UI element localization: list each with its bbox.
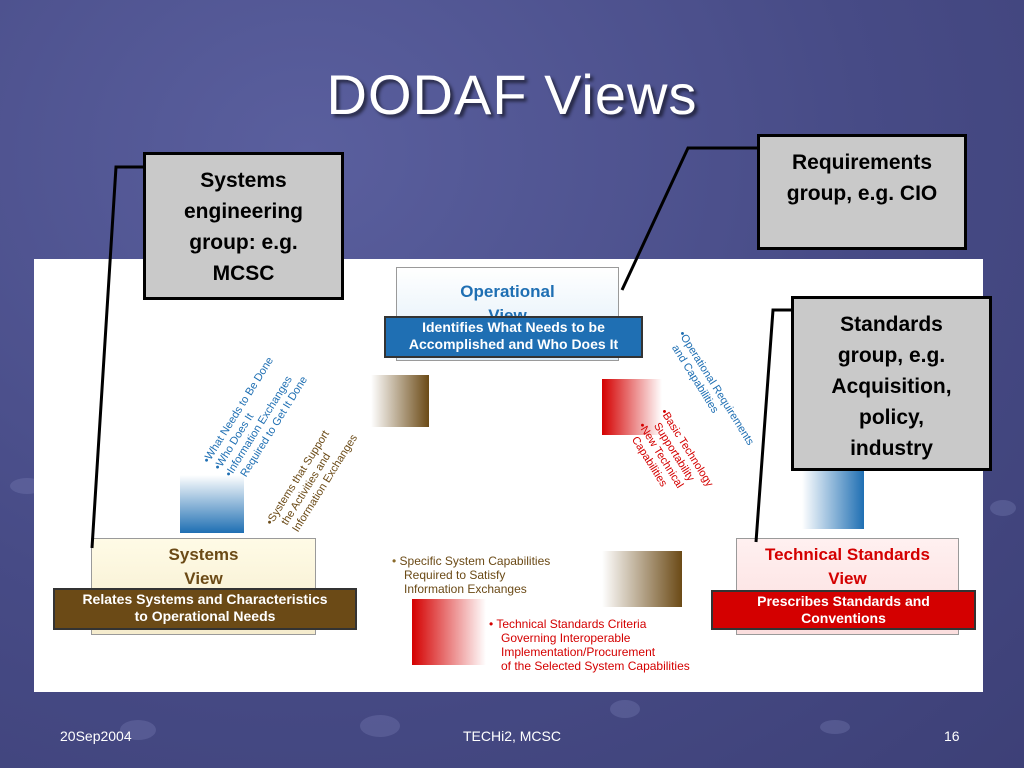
requirements-group-callout: Requirements group, e.g. CIO — [757, 134, 967, 250]
brown-gradient-block-lower — [602, 551, 682, 607]
systems-banner-line2: to Operational Needs — [134, 608, 276, 624]
systems-callout-line: engineering — [183, 200, 304, 223]
systems-callout-line: MCSC — [212, 262, 275, 285]
technical-view-title-line2: View — [828, 569, 867, 588]
requirements-callout-line: group, e.g. CIO — [786, 182, 938, 205]
tech-crit-line4: of the Selected System Capabilities — [501, 659, 690, 673]
operational-banner-line2: Accomplished and Who Does It — [408, 336, 619, 352]
red-gradient-block-upper — [602, 379, 662, 435]
blue-gradient-block-right — [802, 471, 864, 529]
system-capabilities-caption: • Specific System Capabilities Required … — [392, 554, 551, 596]
requirements-callout-line: Requirements — [791, 151, 933, 174]
sys-cap-line3: Information Exchanges — [404, 582, 527, 596]
footer-date: 20Sep2004 — [60, 728, 132, 744]
standards-callout-line: Acquisition, — [831, 375, 952, 398]
standards-callout-line: industry — [850, 437, 933, 460]
footer-center-text: TECHi2, MCSC — [462, 728, 561, 744]
background-bubble — [120, 720, 156, 740]
diagram-panel: Operational View Identifies What Needs t… — [34, 259, 983, 692]
requirements-callout-connector — [620, 146, 758, 291]
operational-view-title-line1: Operational — [460, 282, 555, 301]
background-bubble — [360, 715, 400, 737]
tech-crit-line3: Implementation/Procurement — [501, 645, 656, 659]
background-bubble — [990, 500, 1016, 516]
standards-callout-connector — [754, 308, 793, 543]
systems-banner-line1: Relates Systems and Characteristics — [82, 591, 328, 607]
systems-engineering-callout: Systems engineering group: e.g. MCSC — [143, 152, 344, 300]
operational-view-banner: Identifies What Needs to be Accomplished… — [384, 316, 643, 358]
brown-gradient-block-upper — [371, 375, 429, 427]
systems-callout-line: Systems — [200, 169, 287, 192]
background-bubble — [610, 700, 640, 718]
tech-crit-line1: Technical Standards Criteria — [496, 617, 647, 631]
systems-view-banner: Relates Systems and Characteristics to O… — [53, 588, 357, 630]
sys-cap-line1: Specific System Capabilities — [399, 554, 551, 568]
systems-view-title-line1: Systems — [168, 545, 239, 564]
operational-banner-line1: Identifies What Needs to be — [422, 319, 605, 335]
technical-banner-line2: Conventions — [801, 610, 886, 626]
technical-view-banner: Prescribes Standards and Conventions — [711, 590, 976, 630]
red-gradient-block-lower — [412, 599, 486, 665]
technical-banner-line1: Prescribes Standards and — [757, 593, 930, 609]
blue-gradient-block-left — [180, 475, 244, 533]
slide-title: DODAF Views — [326, 63, 698, 126]
standards-callout-line: Standards — [840, 313, 943, 336]
tech-crit-line2: Governing Interoperable — [501, 631, 631, 645]
slide-number: 16 — [944, 728, 960, 744]
systems-callout-line: group: e.g. — [189, 231, 298, 254]
systems-callout-connector — [90, 165, 143, 549]
tech-criteria-caption: • Technical Standards Criteria Governing… — [489, 617, 690, 673]
standards-callout-line: policy, — [859, 406, 924, 429]
standards-group-callout: Standards group, e.g. Acquisition, polic… — [791, 296, 992, 471]
background-bubble — [820, 720, 850, 734]
standards-callout-line: group, e.g. — [837, 344, 946, 367]
sys-cap-line2: Required to Satisfy — [404, 568, 506, 582]
systems-view-title-line2: View — [184, 569, 223, 588]
technical-view-title-line1: Technical Standards — [764, 545, 930, 564]
